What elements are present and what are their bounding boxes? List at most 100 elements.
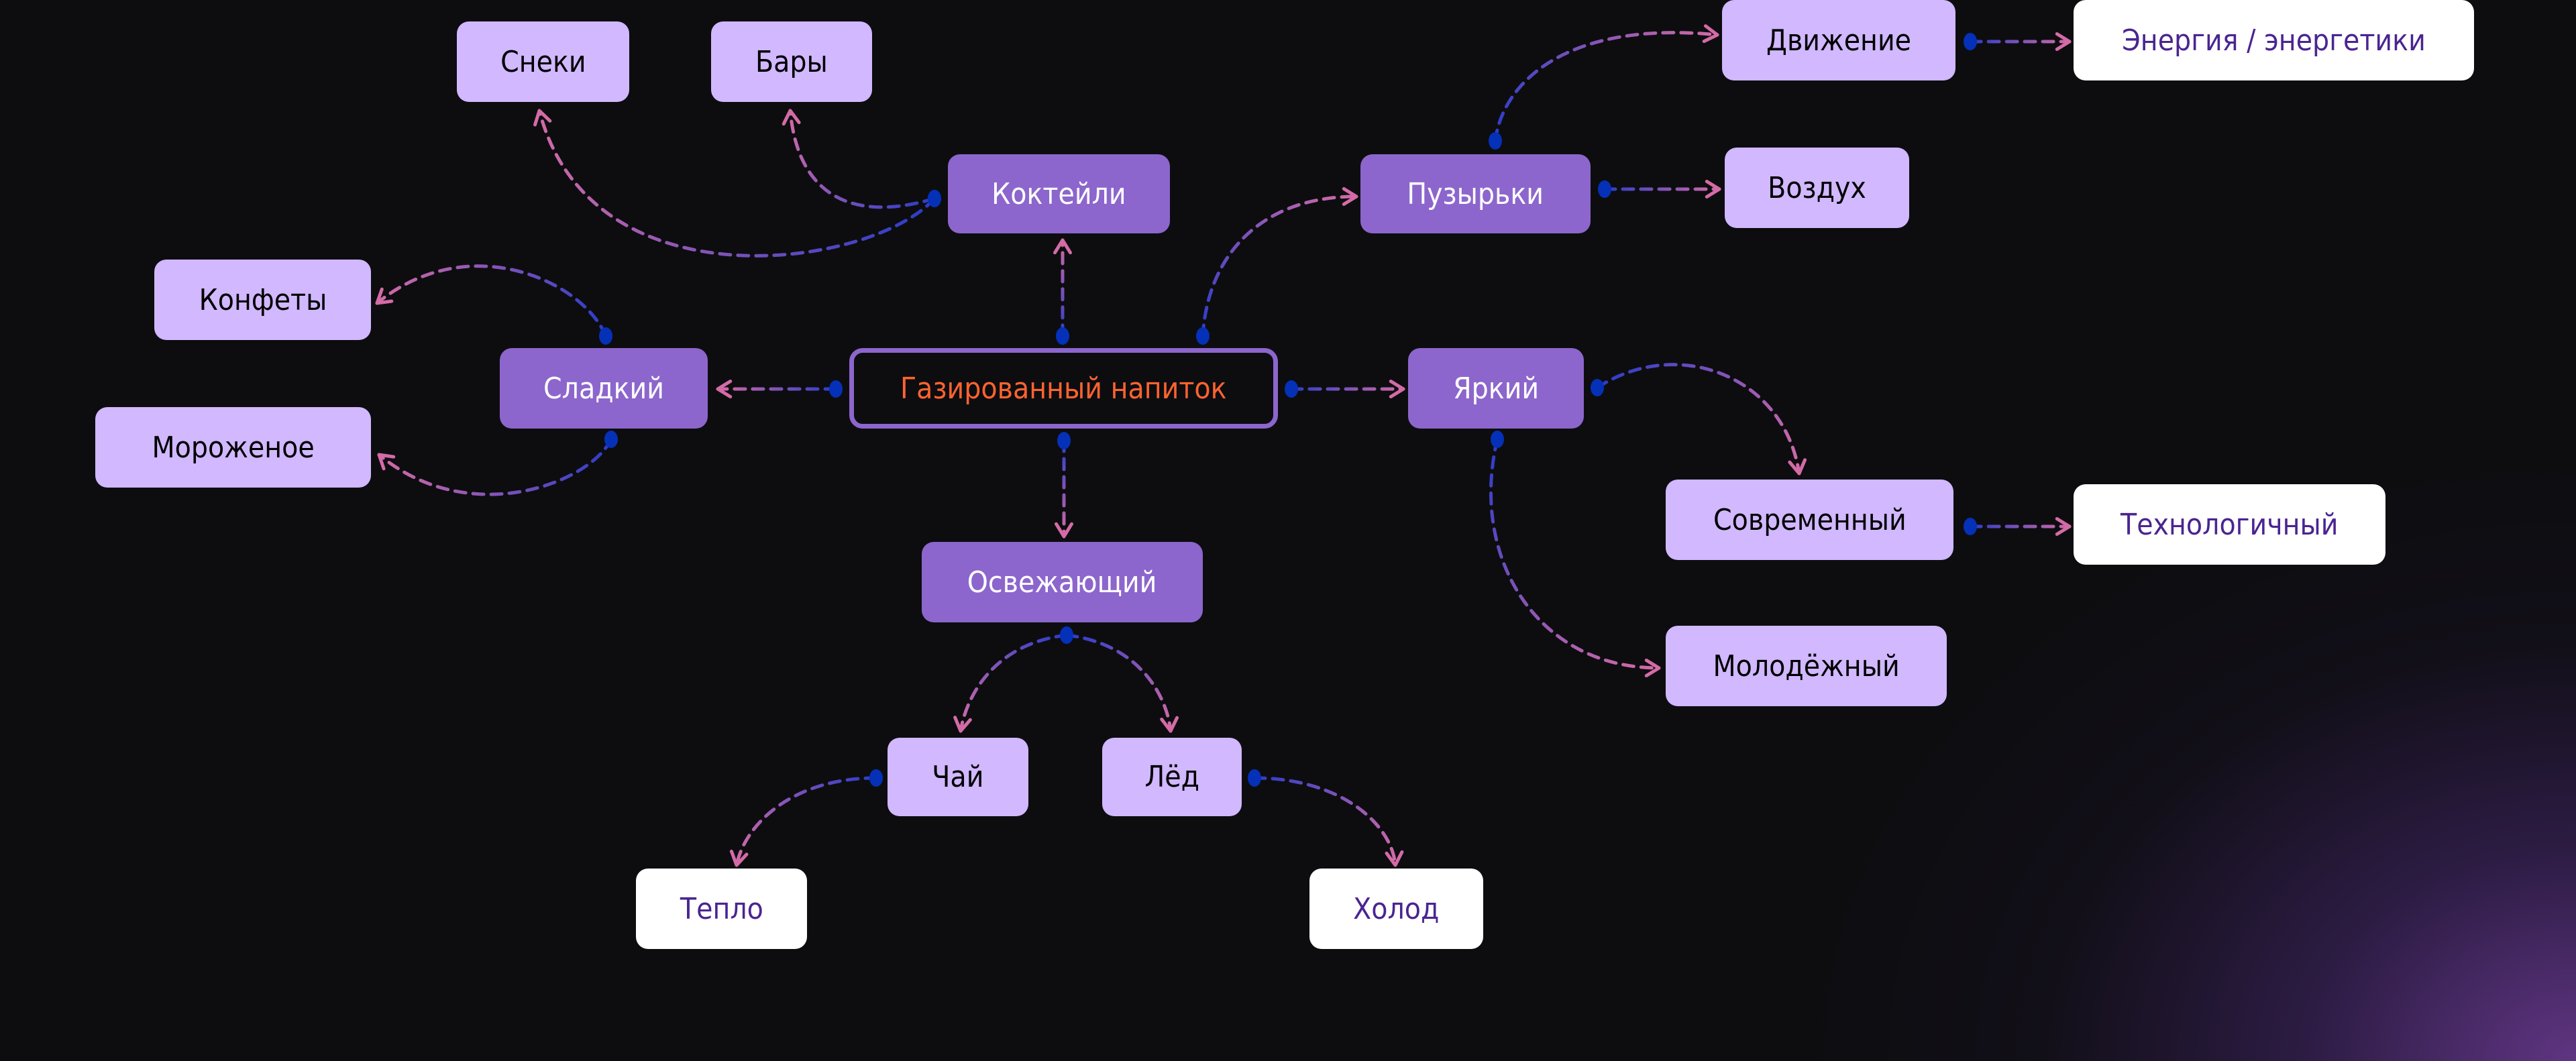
edge-root-refreshing (1055, 432, 1073, 539)
node-label: Чай (932, 760, 984, 794)
edge-refreshing-ice (1060, 626, 1179, 733)
arrowhead-icon (1385, 850, 1404, 867)
connection-handle[interactable] (1057, 432, 1071, 449)
node-label: Яркий (1452, 371, 1540, 406)
node-label: Конфеты (199, 282, 327, 317)
node-label: Воздух (1768, 170, 1866, 205)
arrowhead-icon (1389, 380, 1405, 398)
node-bubbles[interactable]: Пузырьки (1360, 154, 1591, 233)
arrowhead-icon (377, 453, 396, 471)
node-youth[interactable]: Молодёжный (1666, 626, 1947, 706)
arrowhead-icon (782, 109, 801, 126)
node-label: Современный (1713, 502, 1907, 537)
connection-handle[interactable] (1591, 379, 1604, 396)
node-tech[interactable]: Технологичный (2074, 484, 2385, 565)
node-candy[interactable]: Конфеты (154, 260, 371, 340)
arrowhead-icon (729, 849, 749, 867)
node-modern[interactable]: Современный (1666, 480, 1953, 560)
node-label: Бары (755, 44, 828, 79)
edge-line (1489, 437, 1661, 670)
edge-bright-modern (1591, 363, 1807, 476)
connection-handle[interactable] (1964, 33, 1977, 50)
connection-handle[interactable] (604, 431, 618, 448)
connection-handle[interactable] (829, 380, 843, 398)
node-warm[interactable]: Тепло (636, 869, 807, 949)
node-label: Энергия / энергетики (2122, 23, 2426, 58)
connection-handle[interactable] (1285, 380, 1298, 398)
connection-handle[interactable] (1196, 327, 1210, 345)
edge-ice-cold (1248, 769, 1404, 867)
edge-line (959, 633, 1069, 733)
node-sweet[interactable]: Сладкий (500, 348, 708, 429)
connection-handle[interactable] (928, 190, 941, 207)
arrowhead-icon (2055, 517, 2072, 536)
node-label: Холод (1353, 891, 1440, 926)
edge-cocktails-bars (782, 109, 941, 209)
connection-handle[interactable] (1489, 132, 1502, 150)
node-energy[interactable]: Энергия / энергетики (2074, 0, 2474, 80)
edge-bubbles-movement (1489, 24, 1719, 150)
node-air[interactable]: Воздух (1725, 148, 1909, 228)
edge-line (1595, 363, 1801, 476)
arrowhead-icon (375, 287, 394, 305)
connection-handle[interactable] (1248, 769, 1261, 787)
arrowhead-icon (1705, 180, 1721, 199)
edge-line (1065, 633, 1173, 733)
node-label: Коктейли (991, 176, 1126, 211)
arrowhead-icon (1055, 522, 1073, 539)
edge-root-bubbles (1196, 187, 1358, 345)
arrowhead-icon (1644, 659, 1661, 677)
node-label: Молодёжный (1713, 649, 1900, 683)
edge-line (1252, 776, 1397, 867)
edge-line (375, 264, 608, 338)
node-tea[interactable]: Чай (888, 738, 1028, 816)
node-label: Пузырьки (1407, 176, 1544, 211)
edge-sweet-candy (375, 264, 612, 345)
node-label: Мороженое (152, 430, 315, 465)
connection-handle[interactable] (1491, 431, 1504, 448)
node-label: Газированный напиток (900, 371, 1227, 406)
edge-line (735, 776, 878, 867)
node-bright[interactable]: Яркий (1408, 348, 1584, 429)
edge-root-sweet (716, 380, 843, 398)
arrowhead-icon (953, 716, 972, 733)
edge-refreshing-tea (953, 626, 1073, 733)
node-label: Технологичный (2121, 507, 2339, 542)
connection-handle[interactable] (1964, 518, 1977, 535)
node-bars[interactable]: Бары (711, 21, 872, 102)
connection-handle[interactable] (1598, 180, 1611, 198)
node-cocktails[interactable]: Коктейли (948, 154, 1170, 233)
arrowhead-icon (1342, 187, 1358, 206)
edge-tea-warm (729, 769, 883, 867)
node-snacks[interactable]: Снеки (457, 21, 629, 102)
node-label: Лёд (1144, 760, 1199, 794)
edge-line (788, 109, 936, 209)
node-label: Освежающий (967, 565, 1157, 600)
node-label: Сладкий (543, 371, 664, 406)
node-movement[interactable]: Движение (1722, 0, 1955, 80)
node-label: Движение (1766, 23, 1912, 58)
connection-handle[interactable] (1056, 327, 1069, 345)
edge-root-cocktails (1053, 238, 1072, 345)
arrowhead-icon (716, 380, 733, 398)
connection-handle[interactable] (599, 327, 612, 345)
arrowhead-icon (1053, 238, 1072, 255)
connection-handle[interactable] (1060, 626, 1073, 644)
node-label: Снеки (500, 44, 586, 79)
edge-line (537, 109, 936, 258)
edge-bright-youth (1489, 431, 1661, 677)
arrowhead-icon (533, 109, 552, 127)
edge-cocktails-snacks (533, 109, 941, 258)
node-root[interactable]: Газированный напиток (849, 348, 1278, 429)
node-cold[interactable]: Холод (1309, 869, 1483, 949)
node-icecream[interactable]: Мороженое (95, 407, 371, 488)
connection-handle[interactable] (869, 769, 883, 787)
node-label: Тепло (680, 891, 763, 926)
arrowhead-icon (1160, 716, 1179, 733)
edge-line (1493, 31, 1719, 143)
node-refreshing[interactable]: Освежающий (922, 542, 1203, 622)
edge-sweet-icecream (377, 431, 618, 496)
arrowhead-icon (2055, 32, 2072, 51)
node-ice[interactable]: Лёд (1102, 738, 1242, 816)
